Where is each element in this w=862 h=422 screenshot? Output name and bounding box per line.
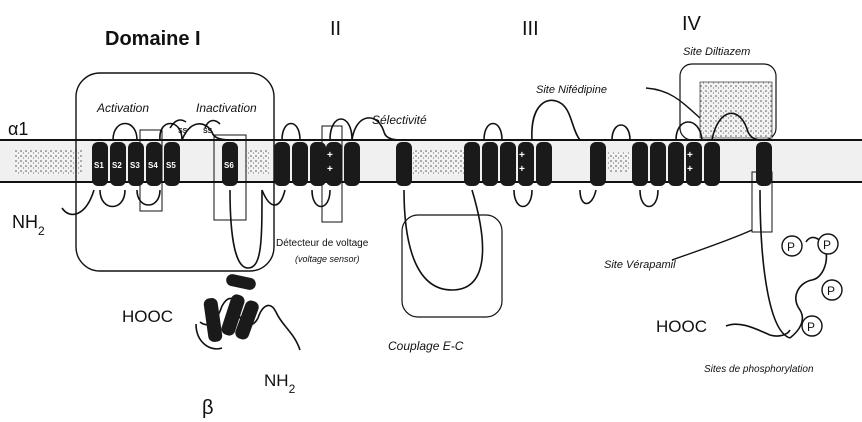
stipple-patch-2 [408,150,468,175]
charge-ii-a: + [327,150,333,161]
label-ec-coupling: Couplage E-C [388,339,464,353]
label-voltage-sensor: Détecteur de voltage [276,238,369,249]
helix-ii-1 [274,142,290,186]
loop-ii-iii [404,190,483,290]
segment-label-s5: S5 [166,161,176,170]
loop-ii-1 [282,124,300,141]
charge-iv-a: + [687,150,693,161]
loop-iv-1 [612,125,630,140]
segment-label-s4: S4 [148,161,158,170]
helix-iii-1 [464,142,480,186]
helix-iv-2 [650,142,666,186]
beta-n-sub: 2 [289,382,296,396]
c-tail-loop [760,190,790,338]
helix-iii-3 [500,142,516,186]
charge-iii-a: + [519,150,525,161]
domain-2-title: II [330,18,341,40]
alpha1-n-text: NH [12,212,38,232]
backbone-loops [62,100,790,338]
charge-iv-b: + [687,164,693,175]
segment-label-s1: S1 [94,161,104,170]
domain-4-title: IV [682,13,702,35]
nifedipine-pointer [646,88,700,118]
diltiazem-region [700,82,772,138]
helix-iv-1 [632,142,648,186]
phospho-chain: P P P P [726,234,842,338]
loop-i-2 [113,124,137,141]
helix-iii-2 [482,142,498,186]
phospho-site-1-label: P [787,240,795,254]
loop-ii-2 [312,190,330,207]
helix-ii-2 [292,142,308,186]
beta-label: β [202,397,214,419]
loop-iii-1 [484,124,502,141]
label-phospho-sites: Sites de phosphorylation [704,364,814,375]
helix-iii-5 [536,142,552,186]
label-voltage-sensor-en: (voltage sensor) [295,254,360,264]
alpha1-n-terminus: NH2 [12,212,45,238]
alpha1-label: α1 [8,119,28,139]
helix-ii-6 [396,142,412,186]
loop-iii-pore [532,100,580,140]
helix-iv-5 [704,142,720,186]
loop-ii-3 [330,119,352,140]
segment-label-s2: S2 [112,161,122,170]
stipple-patch-4 [608,152,630,172]
beta-helix-1 [203,297,223,343]
phospho-site-2-label: P [823,238,831,252]
alpha1-c-terminus: HOOC [656,317,707,336]
segment-label-s6: S6 [224,161,234,170]
ss-label-2: SS [203,128,213,135]
helix-iv-3 [668,142,684,186]
label-selectivity: Sélectivité [372,113,427,127]
loop-iii-2 [514,190,532,207]
verapamil-pointer [672,230,752,260]
loop-iv-2 [640,190,658,207]
phospho-site-3-label: P [827,284,835,298]
loop-i-1 [100,190,125,207]
helix-iv-6 [756,142,772,186]
charge-ii-b: + [327,164,333,175]
label-inactivation: Inactivation [196,101,257,115]
phospho-site-4-label: P [807,320,815,334]
helix-ii-5 [344,142,360,186]
domain-3-title: III [522,18,539,40]
label-activation: Activation [96,101,149,115]
segment-label-s3: S3 [130,161,140,170]
label-verapamil: Site Vérapamil [604,259,676,271]
ss-label-1: SS [178,128,188,135]
helix-ii-3 [310,142,326,186]
helix-iii-6 [590,142,606,186]
beta-n-text: NH [264,371,289,390]
domain-1-title: Domaine I [105,28,201,50]
beta-c-terminus: HOOC [122,307,173,326]
beta-n-terminus: NH2 [264,371,296,396]
label-nifedipine: Site Nifédipine [536,84,607,96]
label-diltiazem: Site Diltiazem [683,46,750,58]
stipple-patch-3 [246,150,270,175]
n-tail [62,190,94,214]
beta-helix-3 [225,273,257,291]
beta-subunit [196,273,300,350]
loop-iii-iv [580,190,596,204]
stipple-patch-1 [14,150,82,175]
alpha1-n-sub: 2 [38,224,45,238]
charge-iii-b: + [519,164,525,175]
